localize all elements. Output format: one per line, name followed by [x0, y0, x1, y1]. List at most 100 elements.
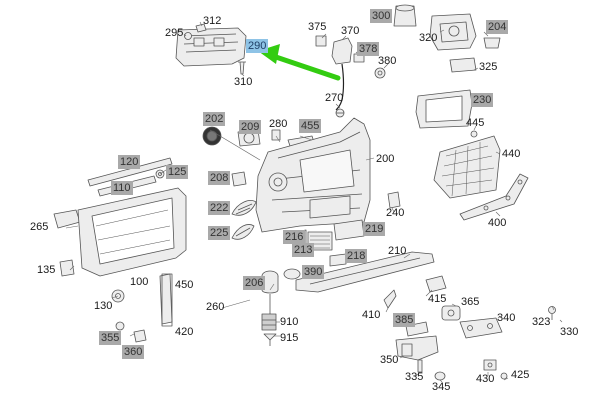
- label-335: 335: [405, 371, 424, 383]
- part-380-bolt[interactable]: [374, 67, 386, 79]
- part-270-screw[interactable]: [335, 108, 345, 118]
- label-445: 445: [466, 117, 485, 129]
- part-445-clip[interactable]: [470, 130, 478, 138]
- part-910-cylinder[interactable]: [261, 313, 277, 331]
- part-400-strip[interactable]: [459, 173, 529, 221]
- part-915-screw[interactable]: [263, 333, 277, 346]
- label-915: 915: [280, 332, 299, 344]
- part-425-screw[interactable]: [500, 372, 508, 380]
- label-204[interactable]: 204: [486, 20, 509, 34]
- part-350-hinge-pin[interactable]: [395, 335, 439, 361]
- part-206-lock[interactable]: [261, 270, 279, 294]
- label-420: 420: [175, 326, 194, 338]
- part-230-handle-trim[interactable]: [415, 89, 473, 129]
- label-260: 260: [206, 301, 225, 313]
- part-360-clip[interactable]: [133, 329, 147, 343]
- part-135-clip[interactable]: [59, 259, 75, 277]
- label-330: 330: [560, 326, 579, 338]
- label-310: 310: [234, 76, 253, 88]
- label-440: 440: [502, 148, 521, 160]
- label-110[interactable]: 110: [111, 181, 133, 195]
- label-415: 415: [428, 293, 447, 305]
- part-440-mesh-panel[interactable]: [433, 135, 501, 199]
- label-218[interactable]: 218: [345, 249, 368, 263]
- part-335-pin[interactable]: [417, 359, 423, 373]
- label-230[interactable]: 230: [471, 93, 494, 107]
- label-290-highlighted[interactable]: 290: [246, 39, 269, 53]
- label-910: 910: [280, 316, 299, 328]
- label-375: 375: [308, 21, 327, 33]
- label-370: 370: [341, 25, 360, 37]
- label-100: 100: [130, 276, 149, 288]
- part-345-cap[interactable]: [434, 371, 446, 381]
- part-340-hinge[interactable]: [459, 317, 503, 339]
- part-290-handle[interactable]: [175, 27, 247, 67]
- part-410-strip[interactable]: [383, 289, 397, 309]
- part-225-vent[interactable]: [231, 224, 255, 240]
- part-204-cover[interactable]: [483, 37, 501, 49]
- label-206[interactable]: 206: [243, 276, 266, 290]
- part-355-clip[interactable]: [115, 321, 125, 331]
- label-210: 210: [388, 245, 407, 257]
- label-208[interactable]: 208: [208, 171, 231, 185]
- label-225[interactable]: 225: [208, 226, 231, 240]
- label-430: 430: [476, 373, 495, 385]
- part-280-plug[interactable]: [271, 129, 281, 141]
- label-280: 280: [269, 118, 288, 130]
- label-270: 270: [325, 92, 344, 104]
- label-365: 365: [461, 296, 480, 308]
- part-240-clip[interactable]: [387, 191, 401, 209]
- label-350: 350: [380, 354, 399, 366]
- part-375-clip[interactable]: [315, 35, 327, 47]
- leader-lines: [65, 21, 563, 383]
- label-200: 200: [376, 153, 395, 165]
- label-295: 295: [165, 27, 184, 39]
- part-390-cap[interactable]: [283, 268, 301, 280]
- part-310-screw[interactable]: [238, 61, 246, 75]
- part-300-cap[interactable]: [393, 4, 417, 27]
- label-216[interactable]: 216: [283, 230, 306, 244]
- part-370-latch[interactable]: [331, 37, 353, 65]
- label-378[interactable]: 378: [357, 42, 380, 56]
- highlight-arrow: [258, 44, 341, 81]
- part-295-clip[interactable]: [184, 32, 192, 40]
- part-219-cover[interactable]: [333, 219, 365, 241]
- part-218-pad[interactable]: [329, 253, 347, 267]
- part-202-grommet[interactable]: [202, 126, 222, 146]
- label-320: 320: [419, 32, 438, 44]
- part-365-lock[interactable]: [441, 305, 461, 321]
- label-300[interactable]: 300: [370, 9, 393, 23]
- part-200-door-panel[interactable]: [255, 117, 371, 233]
- label-455[interactable]: 455: [299, 119, 322, 133]
- label-410: 410: [362, 309, 381, 321]
- label-120[interactable]: 120: [118, 155, 141, 169]
- label-219[interactable]: 219: [363, 222, 386, 236]
- label-385[interactable]: 385: [393, 313, 416, 327]
- part-415-bracket[interactable]: [425, 275, 447, 293]
- label-390[interactable]: 390: [302, 265, 325, 279]
- label-213[interactable]: 213: [292, 243, 315, 257]
- label-355[interactable]: 355: [99, 331, 122, 345]
- label-209[interactable]: 209: [239, 120, 262, 134]
- part-320-housing[interactable]: [429, 13, 477, 51]
- part-100-door-frame[interactable]: [77, 187, 187, 277]
- part-325-bracket[interactable]: [449, 57, 477, 73]
- label-325: 325: [479, 61, 498, 73]
- label-202[interactable]: 202: [203, 112, 226, 126]
- part-210-rail[interactable]: [295, 251, 435, 293]
- part-430-clip[interactable]: [483, 359, 497, 371]
- label-360[interactable]: 360: [122, 345, 145, 359]
- label-400: 400: [488, 217, 507, 229]
- label-222[interactable]: 222: [208, 201, 231, 215]
- label-323: 323: [532, 316, 551, 328]
- part-222-vent[interactable]: [231, 200, 257, 216]
- part-265-bracket[interactable]: [53, 209, 81, 229]
- part-208-cap[interactable]: [231, 171, 247, 187]
- part-120-strip[interactable]: [87, 157, 173, 187]
- label-125[interactable]: 125: [166, 165, 189, 179]
- part-420-strip[interactable]: [161, 273, 173, 327]
- label-380: 380: [378, 55, 397, 67]
- label-340: 340: [497, 312, 516, 324]
